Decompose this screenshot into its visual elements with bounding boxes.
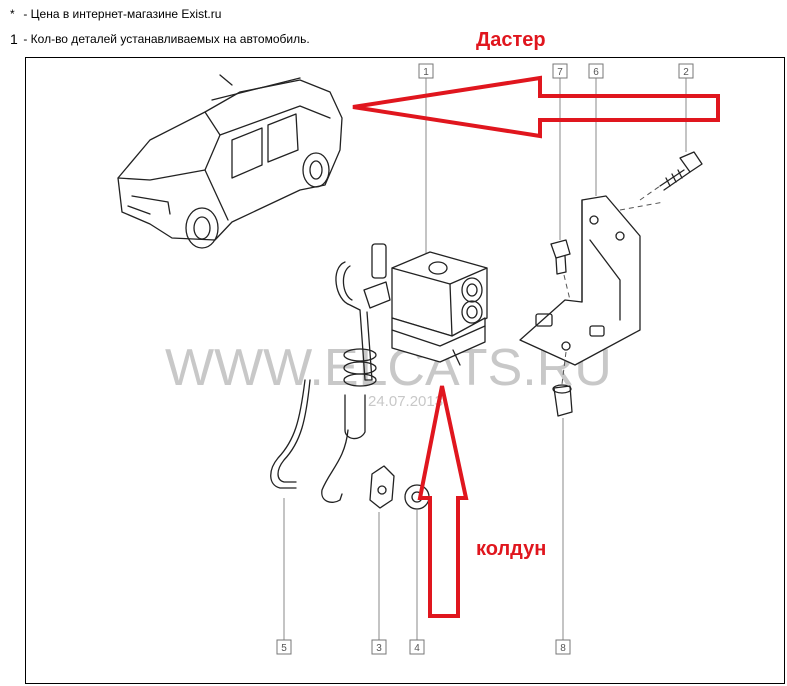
- part-7-bolt: [550, 239, 571, 275]
- arrow-to-valve: [417, 385, 469, 618]
- callout-8: 8: [555, 639, 571, 655]
- footnote-text: - Цена в интернет-магазине Exist.ru: [20, 7, 222, 21]
- callout-label: 4: [414, 643, 420, 654]
- callout-3: 3: [371, 639, 387, 655]
- callout-6: 6: [588, 63, 604, 79]
- footnote-mark: 1: [10, 31, 18, 47]
- watermark-date: 24.07.2013: [368, 393, 443, 410]
- car-illustration: [117, 74, 343, 249]
- callout-label: 8: [560, 643, 566, 654]
- diagram-frame: [25, 57, 785, 684]
- watermark-site: WWW.ELCATS.RU: [165, 339, 612, 397]
- callout-label: 7: [557, 67, 563, 78]
- footnote-quantity: 1 - Кол-во деталей устанавливаемых на ав…: [10, 31, 310, 47]
- callout-label: 2: [683, 67, 689, 78]
- callout-label: 5: [281, 643, 287, 654]
- footnote-mark: *: [10, 7, 15, 21]
- part-3-clip: [369, 465, 395, 509]
- callout-7: 7: [552, 63, 568, 79]
- leader-lines: [283, 78, 687, 640]
- arrow-to-car: [352, 75, 720, 139]
- callout-2: 2: [678, 63, 694, 79]
- callout-label: 1: [423, 67, 429, 78]
- annotation-duster: Дастер: [476, 29, 546, 51]
- part-1-valve-assembly: [321, 243, 488, 503]
- callout-1: 1: [418, 63, 434, 79]
- footnote-text: - Кол-во деталей устанавливаемых на авто…: [20, 32, 310, 46]
- annotation-koldun: колдун: [476, 538, 546, 560]
- callout-label: 6: [593, 67, 599, 78]
- part-8-nut-insert: [552, 384, 573, 417]
- callout-4: 4: [409, 639, 425, 655]
- part-5-tube: [270, 379, 311, 489]
- callout-5: 5: [276, 639, 292, 655]
- part-2-screw: [659, 151, 703, 191]
- part-6-bracket: [519, 195, 641, 366]
- callout-label: 3: [376, 643, 382, 654]
- footnote-price: * - Цена в интернет-магазине Exist.ru: [10, 7, 221, 21]
- assembly-lines: [561, 185, 665, 385]
